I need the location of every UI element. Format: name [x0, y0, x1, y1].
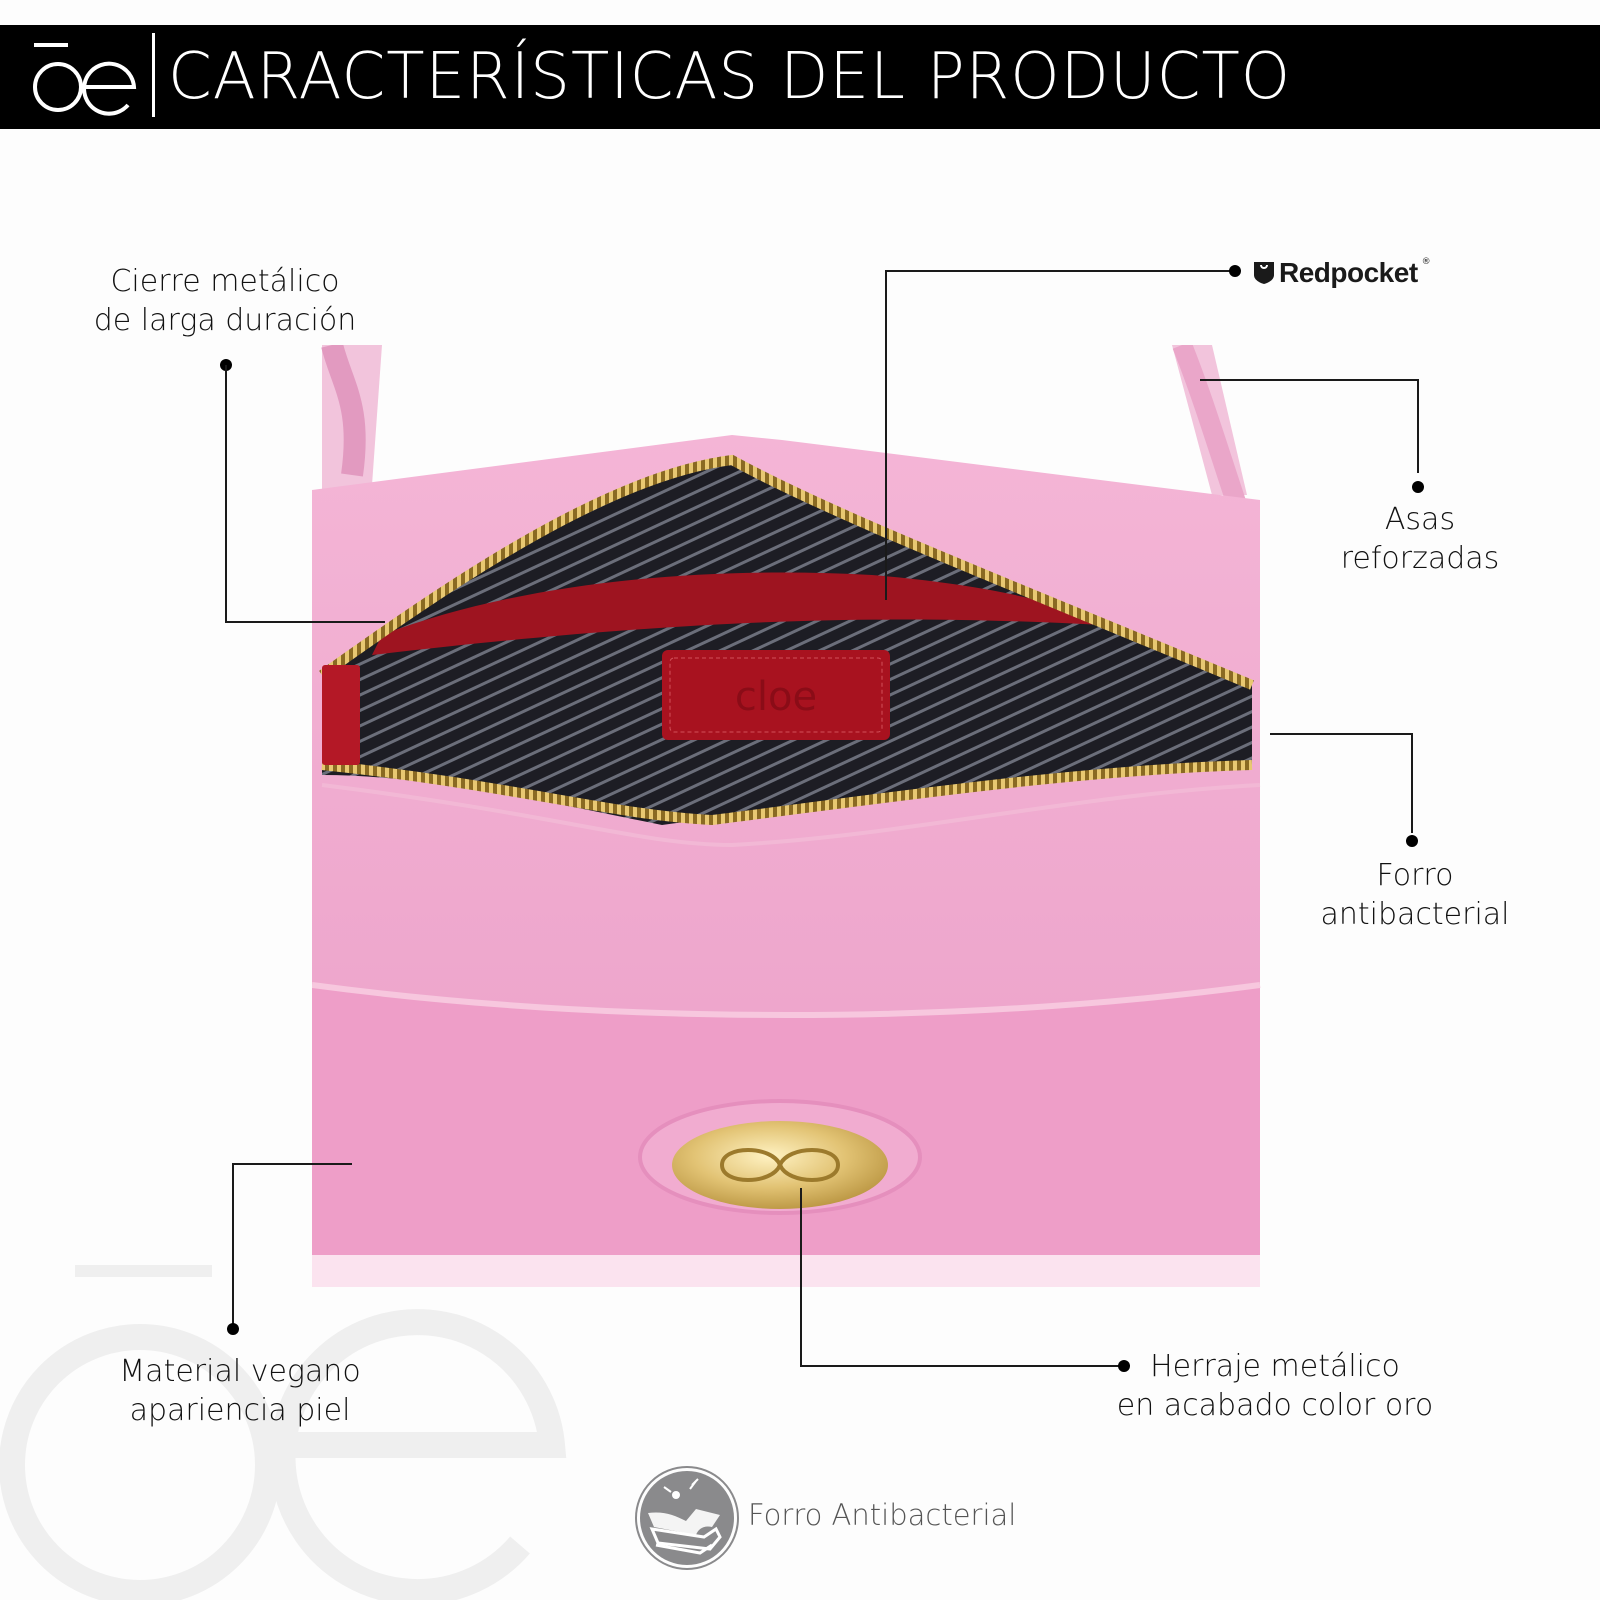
callout-material-line — [232, 1163, 234, 1327]
callout-forro-dot — [1406, 835, 1418, 847]
callout-line: reforzadas — [1340, 541, 1500, 576]
callout-line: Material vegano — [119, 1354, 361, 1389]
header-divider — [152, 33, 155, 117]
redpocket-label: Redpocket — [1279, 257, 1418, 288]
oe-watermark-icon — [0, 1265, 567, 1600]
callout-asas-line — [1417, 379, 1419, 473]
callout-line: Herraje metálico — [1150, 1349, 1400, 1384]
callout-line: apariencia piel — [129, 1393, 351, 1428]
header-bar: CARACTERÍSTICAS DEL PRODUCTO — [0, 25, 1600, 129]
callout-redpocket-line — [885, 270, 887, 600]
shield-pocket-icon — [1254, 262, 1274, 284]
callout-material-label: Material vegano apariencia piel — [95, 1352, 385, 1430]
callout-herraje-line — [800, 1188, 802, 1366]
page-title: CARACTERÍSTICAS DEL PRODUCTO — [168, 40, 1292, 114]
registered-mark: ® — [1421, 257, 1431, 267]
callout-material-dot — [227, 1323, 239, 1335]
callout-redpocket-line — [885, 270, 1235, 272]
redpocket-brand: Redpocket ® — [1253, 255, 1431, 291]
antibacterial-lining-icon — [635, 1466, 739, 1570]
callout-herraje-dot — [1118, 1360, 1130, 1372]
oe-logo-icon — [33, 43, 137, 116]
callout-redpocket-dot — [1229, 265, 1241, 277]
antibacterial-badge-label: Forro Antibacterial — [748, 1498, 1017, 1532]
callout-line: Cierre metálico — [110, 264, 340, 299]
callout-line: en acabado color oro — [1116, 1388, 1434, 1423]
callout-herraje-label: Herraje metálico en acabado color oro — [1090, 1347, 1460, 1425]
callout-asas-dot — [1412, 481, 1424, 493]
callout-line: Asas — [1384, 502, 1456, 537]
callout-forro-line — [1411, 733, 1413, 833]
callout-forro-line — [1270, 733, 1412, 735]
callout-herraje-line — [800, 1365, 1120, 1367]
callout-cierre-line — [225, 621, 385, 623]
callout-forro-label: Forro antibacterial — [1305, 856, 1525, 934]
callout-material-line — [232, 1163, 352, 1165]
callout-line: antibacterial — [1320, 897, 1510, 932]
callout-asas-line — [1200, 379, 1418, 381]
callout-cierre-line — [225, 365, 227, 623]
inner-brand-label: cloe — [735, 674, 817, 720]
product-image: cloe — [312, 345, 1261, 1287]
callout-asas-label: Asas reforzadas — [1330, 500, 1510, 578]
callout-cierre-label: Cierre metálico de larga duración — [70, 262, 380, 340]
callout-line: Forro — [1376, 858, 1454, 893]
callout-line: de larga duración — [93, 303, 357, 338]
